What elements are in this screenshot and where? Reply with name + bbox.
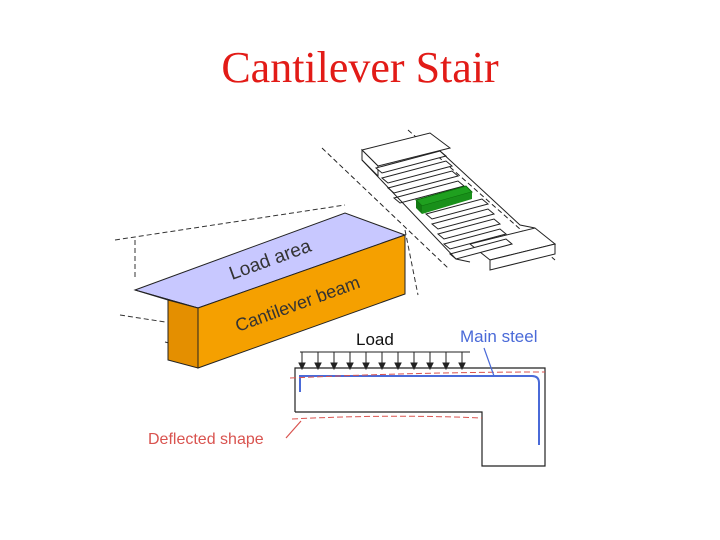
staircase-sketch xyxy=(321,129,557,271)
page-title: Cantilever Stair xyxy=(221,43,499,92)
highlighted-tread xyxy=(415,185,473,214)
load-arrows xyxy=(298,352,466,371)
cantilever-section xyxy=(294,351,546,467)
deflected-shape-label: Deflected shape xyxy=(148,431,264,448)
main-steel-label: Main steel xyxy=(460,327,537,346)
load-label: Load xyxy=(356,330,394,349)
deflected-shape-line xyxy=(289,371,546,379)
main-steel-leader xyxy=(483,347,495,377)
deflected-shape-leader xyxy=(285,420,302,439)
main-steel-bar xyxy=(299,375,540,445)
cantilever-beam-3d xyxy=(114,204,419,369)
